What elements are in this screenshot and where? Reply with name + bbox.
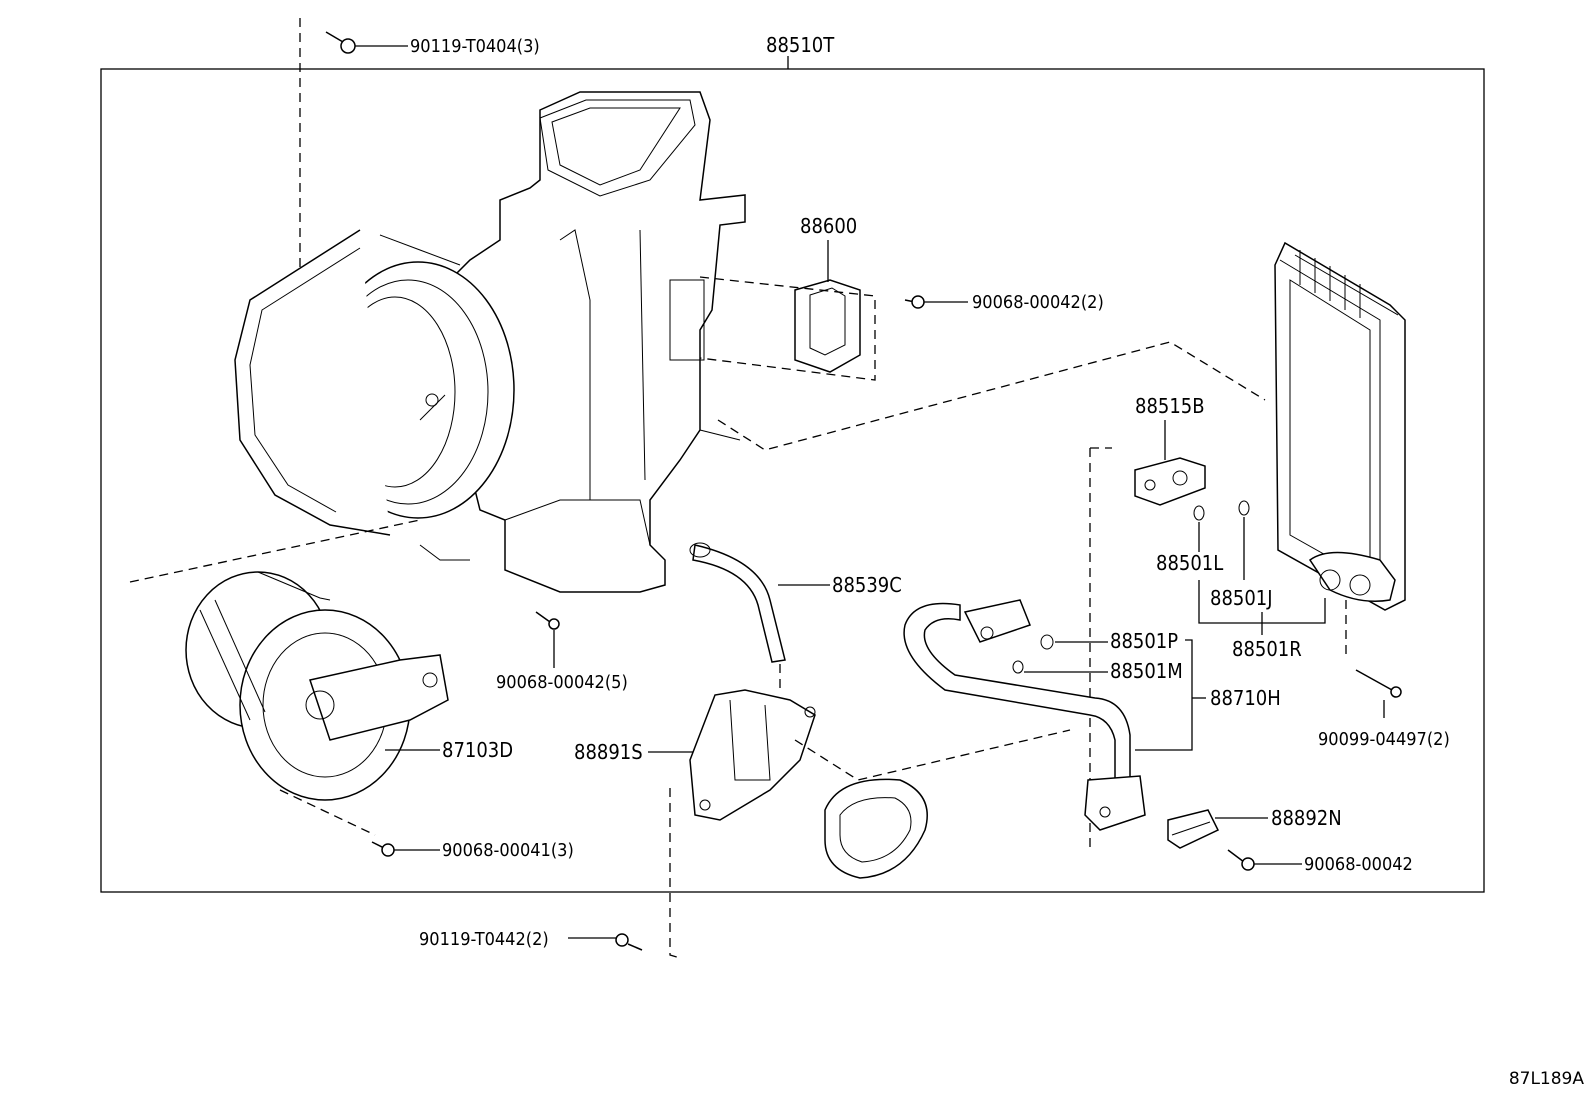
label-87103D: 87103D [442,738,513,762]
pipe-88710H [903,599,1206,831]
part-88600 [699,240,968,381]
evaporator-core [1274,241,1406,611]
o-ring-88501M [1012,660,1024,674]
label-88892N: 88892N [1271,806,1342,830]
label-90099-04497: 90099-04497(2) [1318,729,1450,750]
label-90068-00041-3: 90068-00041(3) [442,840,574,861]
part-88515B [1089,420,1206,848]
blower-motor-87103D [129,519,449,836]
grommet-ring [824,778,928,879]
label-88501M: 88501M [1110,659,1183,683]
label-90068-00042-2: 90068-00042(2) [972,292,1104,313]
label-88710H: 88710H [1210,686,1281,710]
label-88501L: 88501L [1156,551,1223,575]
screw-90119-T0442 [568,788,681,959]
label-88539C: 88539C [832,573,902,597]
screw-90068-00041 [371,841,440,857]
label-88510T: 88510T [766,33,835,57]
part-88891S [648,689,1071,821]
label-88891S: 88891S [574,740,643,764]
screw-90099-04497 [1345,600,1402,718]
part-88892N [1167,809,1302,871]
label-88501J: 88501J [1210,586,1273,610]
figure-code: 87L189A [1508,1069,1584,1089]
label-90068-00042-5: 90068-00042(5) [496,672,628,693]
screw-90068-00042-5 [535,611,560,668]
label-88501R: 88501R [1232,637,1302,661]
label-88501P: 88501P [1110,629,1178,653]
assembly-frame [100,68,1485,893]
o-ring-88501P [1040,634,1054,650]
drain-hose-88539C [689,542,830,690]
label-90119-T0404: 90119-T0404(3) [410,36,540,57]
o-ring-88501J [1238,500,1250,516]
o-ring-88501L [1193,505,1205,521]
blower-housing [234,91,746,593]
label-88600: 88600 [800,214,857,238]
label-90068-00042: 90068-00042 [1304,854,1413,875]
label-90119-T0442: 90119-T0442(2) [419,929,549,950]
label-88515B: 88515B [1135,394,1205,418]
